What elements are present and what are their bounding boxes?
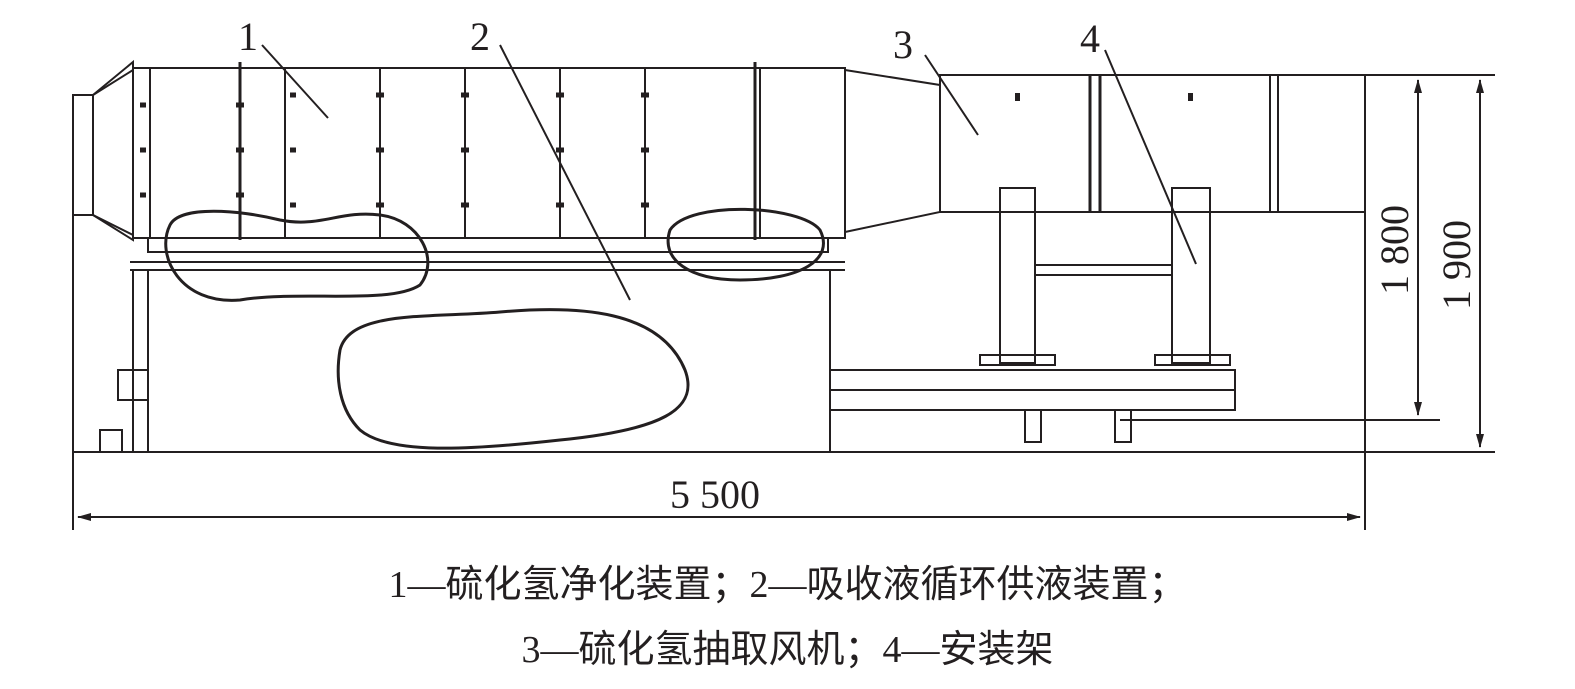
callout-4: 4 [1080, 16, 1100, 61]
detail-bubbles [164, 207, 825, 450]
dimension-length: 5 500 [670, 472, 760, 517]
callout-1: 1 [238, 14, 258, 59]
support-frame [130, 237, 845, 271]
inlet-duct [72, 59, 134, 242]
callout-leaders [261, 44, 1197, 301]
dimension-height-1900: 1 900 [1434, 220, 1479, 310]
callout-2: 2 [470, 14, 490, 59]
callout-3: 3 [893, 22, 913, 67]
absorbent-circulation-unit [99, 269, 1236, 453]
mounting-stand [979, 187, 1231, 366]
dimension-lines [72, 74, 1495, 530]
caption-line-2: 3—硫化氢抽取风机；4—安装架 [521, 629, 1054, 671]
dimension-height-1800: 1 800 [1372, 205, 1417, 295]
caption-line-1: 1—硫化氢净化装置；2—吸收液循环供液装置； [388, 564, 1187, 606]
h2s-extraction-fan [939, 74, 1366, 213]
